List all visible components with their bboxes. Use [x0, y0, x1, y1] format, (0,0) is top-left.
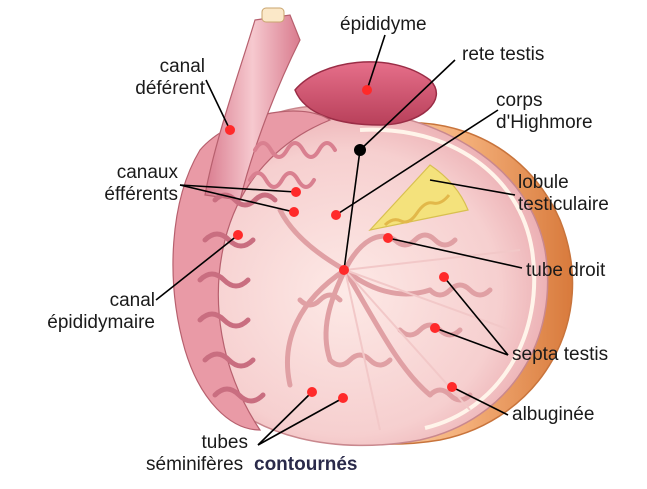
label-septa-testis: septa testis	[512, 344, 608, 366]
label-lobule-2: testiculaire	[518, 194, 609, 216]
label-lobule-1: lobule	[518, 172, 569, 194]
marker-rete-black	[354, 144, 366, 156]
marker-albuginee	[447, 382, 457, 392]
label-tubes-2: séminifères	[146, 454, 243, 476]
label-corps-2: d'Highmore	[496, 112, 593, 134]
leader-canal-def	[206, 80, 230, 130]
label-contournes: contournés	[254, 454, 357, 476]
marker-canaux-2	[289, 207, 299, 217]
label-canaux-1: canaux	[70, 162, 178, 184]
marker-septa-2	[430, 323, 440, 333]
marker-rete	[339, 265, 349, 275]
marker-canal-epi	[233, 230, 243, 240]
marker-tubes-2	[338, 393, 348, 403]
marker-epididyme	[362, 85, 372, 95]
label-canal-def-2: déférent	[110, 78, 205, 100]
vas-deferens-cap	[262, 8, 284, 22]
label-canaux-2: éfférents	[70, 184, 178, 206]
marker-corps	[331, 210, 341, 220]
label-canal-epi-1: canal	[20, 290, 155, 312]
marker-septa-1	[439, 272, 449, 282]
label-canal-def-1: canal	[110, 56, 205, 78]
marker-canal-deferent	[225, 125, 235, 135]
label-albuginee: albuginée	[512, 404, 594, 426]
label-corps-1: corps	[496, 90, 542, 112]
label-epididyme: épididyme	[340, 14, 427, 36]
label-tube-droit: tube droit	[526, 260, 605, 282]
marker-tubes-1	[307, 387, 317, 397]
label-rete-testis: rete testis	[462, 44, 544, 66]
marker-tube-droit	[383, 233, 393, 243]
label-tubes-1: tubes	[150, 432, 248, 454]
label-canal-epi-2: épididymaire	[20, 312, 155, 334]
marker-canaux-1	[291, 187, 301, 197]
